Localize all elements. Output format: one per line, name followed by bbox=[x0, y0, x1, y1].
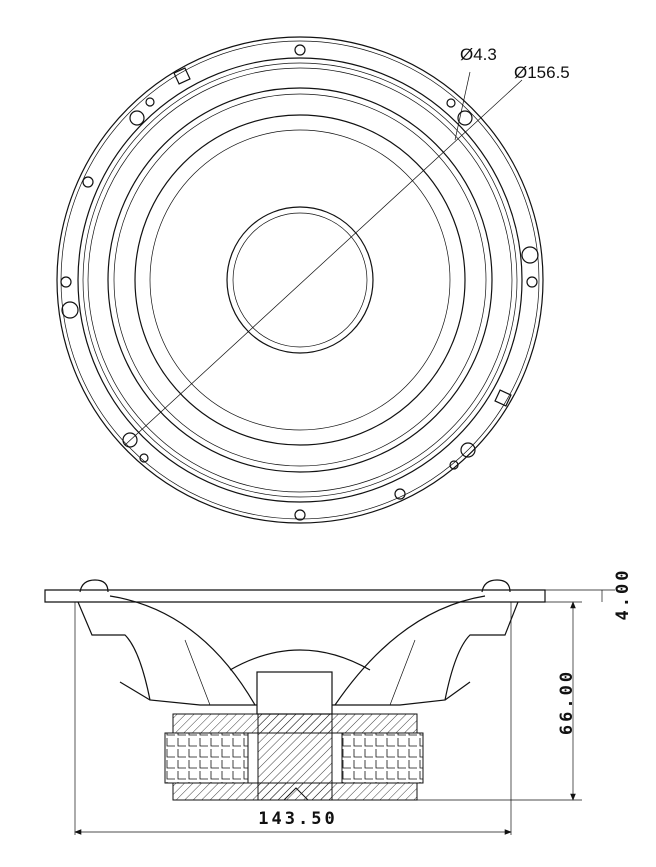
flange-ring bbox=[77, 57, 523, 503]
hole-leader-line bbox=[454, 71, 471, 141]
diameter-leader-line bbox=[124, 79, 523, 446]
flange-thickness-label: 4.00 bbox=[613, 568, 633, 621]
side-view: 143.50 66.00 4.00 bbox=[44, 568, 633, 835]
surround-outer bbox=[107, 87, 493, 473]
depth-dimension-label: 66.00 bbox=[557, 669, 577, 735]
outer-diameter-label: Ø156.5 bbox=[514, 63, 570, 82]
voice-coil-former bbox=[256, 671, 333, 715]
cone-profile bbox=[109, 595, 486, 706]
magnet-right bbox=[341, 732, 424, 784]
frame-outer-edge bbox=[56, 36, 544, 524]
mounting-flange bbox=[44, 589, 546, 603]
dust-cap bbox=[226, 206, 374, 354]
dust-cap-profile bbox=[229, 649, 371, 671]
hole-diameter-label: Ø4.3 bbox=[460, 45, 497, 64]
mounting-holes bbox=[60, 44, 539, 521]
cone-edge bbox=[134, 114, 466, 446]
magnet-left bbox=[164, 732, 249, 784]
surround-left bbox=[79, 579, 109, 593]
width-dimension-label: 143.50 bbox=[258, 809, 337, 829]
pole-piece bbox=[257, 713, 333, 801]
front-view: Ø4.3 Ø156.5 bbox=[56, 36, 570, 524]
